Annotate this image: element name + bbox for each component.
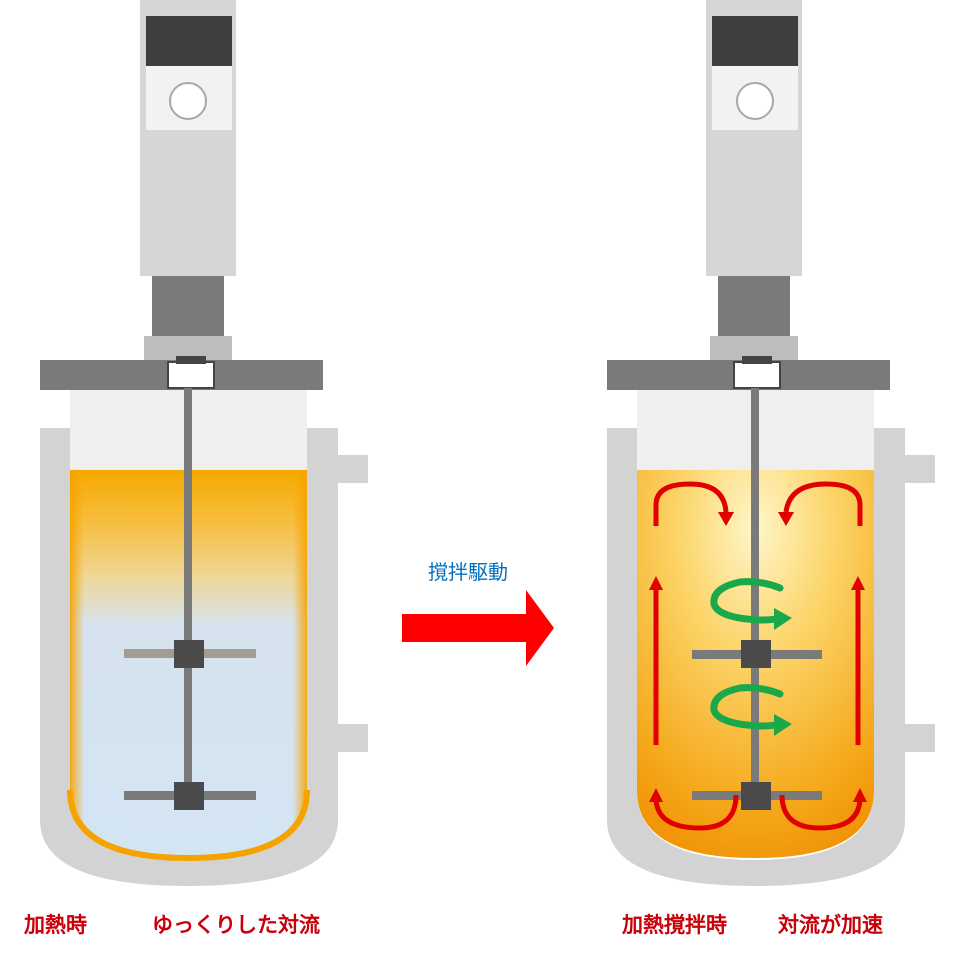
vessel-jacket (40, 428, 338, 886)
swirl-arrow-upper (710, 578, 784, 624)
swirl-arrows (710, 578, 792, 736)
stirrer-shaft (184, 388, 192, 808)
stirrer-shaft (751, 388, 759, 808)
right-reactor (607, 0, 935, 886)
motor-knob-icon (736, 82, 774, 120)
left-caption-convection: ゆっくりした対流 (152, 913, 320, 937)
right-caption-convection: 対流が加速 (778, 913, 883, 937)
motor-knob-icon (169, 82, 207, 120)
drive-coupling (152, 276, 224, 336)
jacket-port-bottom (338, 724, 368, 752)
left-reactor (40, 0, 368, 886)
heated-wall (67, 789, 310, 862)
swirl-arrow-lower (710, 684, 784, 730)
impeller-hub-lower (741, 782, 771, 810)
impeller-hub-upper (741, 640, 771, 668)
right-arrow-icon (402, 590, 554, 666)
curl-arrow-top-left (653, 481, 729, 526)
stirring-drive-label: 撹拌駆動 (428, 560, 508, 584)
motor-display (712, 16, 798, 66)
vessel-jacket (607, 428, 905, 886)
impeller-hub-lower (174, 782, 204, 810)
convection-arrows (649, 481, 867, 831)
motor-display (146, 16, 232, 66)
jacket-port-top (905, 455, 935, 483)
left-caption-heating: 加熱時 (24, 913, 87, 937)
curl-arrow-bottom-left (653, 794, 739, 831)
impeller-hub-upper (174, 640, 204, 668)
jacket-port-top (338, 455, 368, 483)
drive-coupling (718, 276, 790, 336)
jacket-port-bottom (905, 724, 935, 752)
curl-arrow-top-right (783, 481, 863, 526)
right-caption-heating: 加熱撹拌時 (622, 913, 727, 937)
curl-arrow-bottom-right (779, 794, 863, 831)
